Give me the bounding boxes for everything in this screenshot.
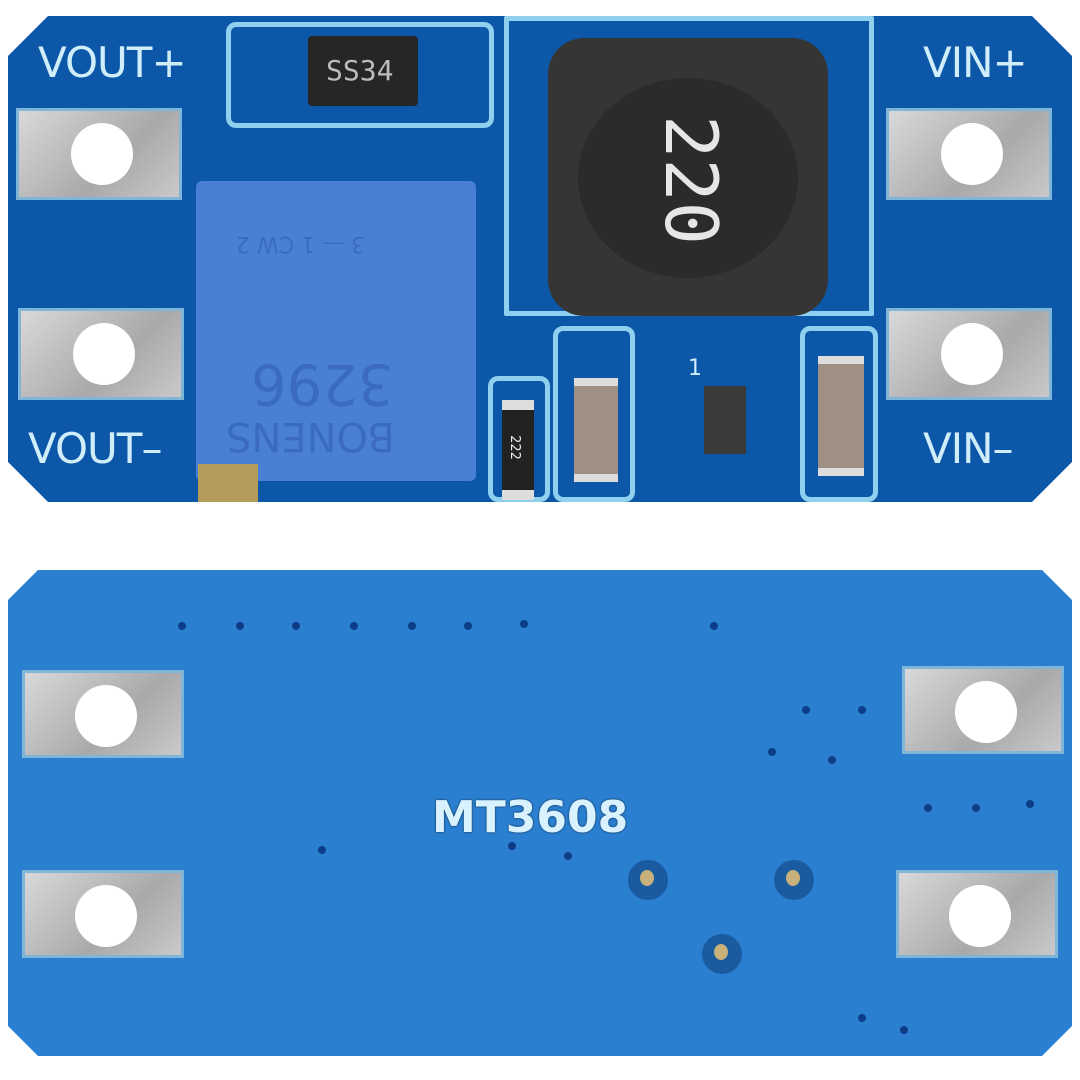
pad-vout-plus xyxy=(16,108,182,200)
pot-model: 3296 xyxy=(251,351,394,416)
pad-bottom-left-top xyxy=(22,670,184,758)
cap2-outline xyxy=(800,326,878,502)
label-vin-plus: VIN+ xyxy=(923,38,1028,87)
solder-joint-3 xyxy=(702,934,742,974)
via xyxy=(520,620,528,628)
via xyxy=(858,1014,866,1022)
pad-bottom-right-top xyxy=(902,666,1064,754)
via xyxy=(924,804,932,812)
pot-brand: BONENS xyxy=(226,413,395,459)
label-vout-plus: VOUT+ xyxy=(38,38,187,87)
diode-outline xyxy=(226,22,494,128)
inductor-220: 220 xyxy=(548,38,828,316)
pot-adjust-screw xyxy=(198,464,258,502)
via xyxy=(236,622,244,630)
capacitor-2 xyxy=(818,356,864,476)
via xyxy=(828,756,836,764)
ic-mt3608 xyxy=(704,386,746,454)
via xyxy=(768,748,776,756)
via xyxy=(408,622,416,630)
cap1-outline xyxy=(553,326,635,502)
pcb-bottom-view: MT3608 xyxy=(8,570,1072,1056)
pad-vin-minus xyxy=(886,308,1052,400)
via xyxy=(802,706,810,714)
via xyxy=(1026,800,1034,808)
trimpot-3296: 3 — 1 CW 2 3296 BONENS xyxy=(196,181,476,481)
diode-ss34: SS34 xyxy=(308,36,418,106)
diode-label: SS34 xyxy=(326,54,394,87)
pot-marks: 3 — 1 CW 2 xyxy=(236,231,366,256)
resistor-222: 222 xyxy=(502,400,534,500)
via xyxy=(900,1026,908,1034)
via xyxy=(464,622,472,630)
solder-joint-1 xyxy=(628,860,668,900)
solder-joint-2 xyxy=(774,860,814,900)
via xyxy=(972,804,980,812)
pad-vin-plus xyxy=(886,108,1052,200)
via xyxy=(710,622,718,630)
via xyxy=(350,622,358,630)
pad-vout-minus xyxy=(18,308,184,400)
capacitor-1 xyxy=(574,378,618,482)
pad-bottom-right-bottom xyxy=(896,870,1058,958)
bottom-label-mt3608: MT3608 xyxy=(432,792,629,843)
label-vin-minus: VIN– xyxy=(923,424,1014,473)
pcb-top-view: VOUT+ VOUT– VIN+ VIN– SS34 220 3 — 1 CW … xyxy=(8,16,1072,502)
inductor-label: 220 xyxy=(649,114,734,246)
via xyxy=(292,622,300,630)
via xyxy=(564,852,572,860)
via xyxy=(178,622,186,630)
ic-pin1-mark: 1 xyxy=(688,356,702,381)
pad-bottom-left-bottom xyxy=(22,870,184,958)
via xyxy=(318,846,326,854)
via xyxy=(508,842,516,850)
via xyxy=(858,706,866,714)
label-vout-minus: VOUT– xyxy=(28,424,162,473)
